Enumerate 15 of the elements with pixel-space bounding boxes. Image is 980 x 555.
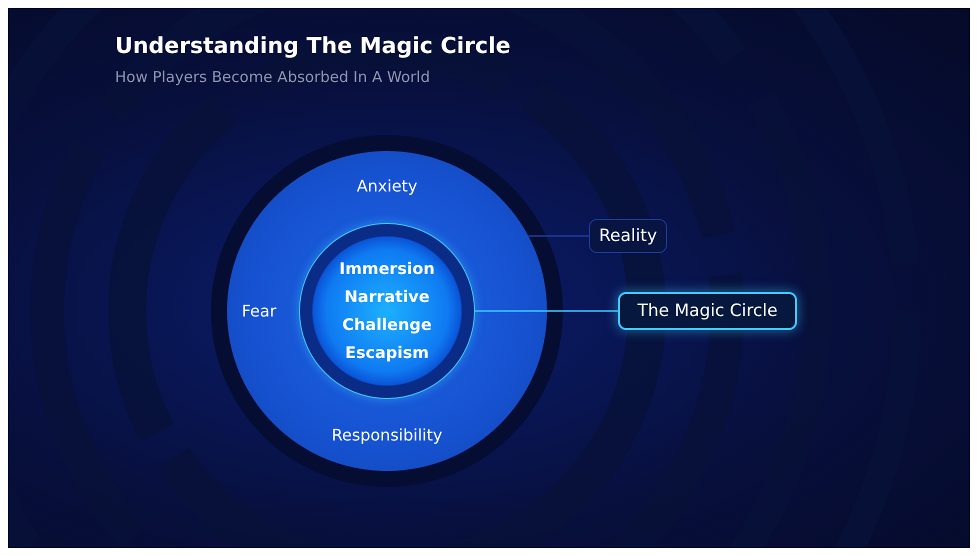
connector-line xyxy=(475,310,618,312)
box-label: Reality xyxy=(598,226,658,246)
title: Understanding The Magic Circle xyxy=(115,34,511,59)
circle-label: Fear xyxy=(242,302,276,320)
box-label: The Magic Circle xyxy=(637,301,778,321)
circle-label: Narrative xyxy=(344,286,430,308)
circle-label: Challenge xyxy=(342,314,432,336)
label-box xyxy=(589,219,667,253)
circle-label: Anxiety xyxy=(356,176,418,196)
circle-label: Immersion xyxy=(339,258,435,280)
subtitle: How Players Become Absorbed In A World xyxy=(115,68,430,86)
circle-label: Responsibility xyxy=(332,426,442,444)
connector-line xyxy=(528,235,589,237)
circle-label: Escapism xyxy=(345,342,429,364)
highlighted-label-box xyxy=(618,292,797,330)
